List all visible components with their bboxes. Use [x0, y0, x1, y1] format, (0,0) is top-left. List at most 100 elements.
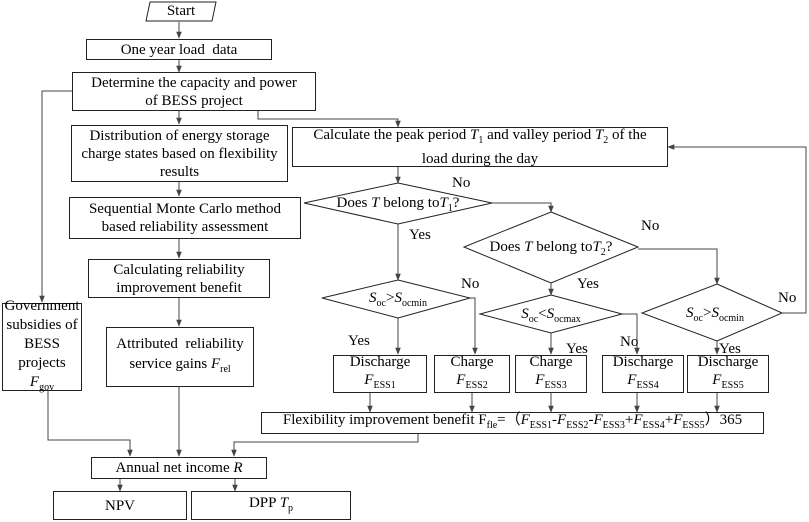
distribution-box: Distribution of energy storage charge st…	[71, 125, 288, 182]
arrow-flex-to-netincome	[231, 433, 419, 457]
load-data-text: One year load data	[120, 41, 238, 58]
net-income-text: Annual net income R	[115, 459, 242, 477]
gov-line4-prefix: projects	[18, 355, 66, 371]
soc1-oc: oc	[376, 298, 386, 309]
ess3-sub: ESS3	[544, 380, 567, 391]
soc1-text: Soc>Socmin	[338, 290, 458, 312]
soc2-s2: S	[546, 306, 555, 322]
arrow-soc3-no-loop-to-peak	[667, 144, 807, 314]
soc2-ocmax: ocmax	[554, 314, 581, 325]
soc2-no-label: No	[620, 334, 639, 350]
soc1-s: S	[369, 290, 377, 306]
flex-op2: -	[588, 412, 594, 428]
soc3-ocmin: ocmin	[718, 313, 744, 324]
flex-sub: fle	[486, 420, 498, 431]
decision2-b: belong to	[532, 239, 593, 255]
flex-eq: =（	[497, 412, 521, 428]
dpp-sub: p	[288, 502, 294, 514]
reliability-benefit-line1: Calculating reliability	[113, 261, 245, 278]
discharge-ess5-label: Discharge	[697, 354, 759, 370]
monte-carlo-line1: Sequential Monte Carlo method	[88, 201, 282, 217]
ess5-sub: ESS5	[721, 380, 744, 391]
charge-ess3-label: Charge	[529, 354, 573, 370]
flexibility-benefit-box: Flexibility improvement benefit Ffle=（FE…	[261, 412, 764, 434]
decision1-text: Does T belong toT1?	[322, 195, 474, 217]
charge-ess2-box: Charge FESS2	[434, 354, 510, 395]
start-label: Start	[166, 3, 196, 19]
soc2-text: Soc<Socmax	[492, 306, 610, 328]
decision2-sub: 2	[600, 247, 606, 258]
monte-carlo-line2: based reliability assessment	[101, 219, 269, 235]
arrow-capacity-to-peak	[257, 111, 401, 128]
discharge-ess4-box: Discharge FESS4	[602, 354, 684, 393]
load-data-box: One year load data	[86, 39, 272, 60]
decision1-a: Does	[336, 195, 372, 211]
decision2-yes-label: Yes	[577, 276, 599, 292]
attributed-gains-box: Attributed reliability service gains Fre…	[106, 327, 254, 387]
flex-suffix: ）365	[704, 412, 743, 428]
soc3-diamond	[640, 283, 784, 342]
flex-f3: F	[593, 412, 603, 428]
gov-sub: gov	[39, 382, 55, 393]
soc1-yes-label: Yes	[348, 333, 370, 349]
flex-ess4: ESS4	[642, 420, 665, 431]
distribution-line2: charge states based on flexibility	[81, 145, 278, 162]
reliability-benefit-box: Calculating reliability improvement bene…	[88, 259, 270, 298]
discharge-ess1-label: Discharge	[349, 354, 411, 370]
soc2-diamond	[478, 294, 624, 334]
gov-var: F	[29, 374, 40, 390]
gov-subsidies-box: Government subsidies of BESS projects Fg…	[2, 298, 82, 393]
attributed-line1: Attributed reliability	[116, 336, 244, 352]
discharge-ess5-box: Discharge FESS5	[687, 354, 769, 395]
ess2-var: FESS2	[456, 371, 487, 395]
start-terminal-shape	[145, 1, 217, 22]
decision2-diamond	[462, 211, 640, 284]
gov-line3: BESS	[24, 336, 60, 352]
ess2-f: F	[456, 372, 466, 388]
capacity-line2: of BESS project	[145, 92, 243, 109]
soc3-text: Soc>Socmin	[655, 305, 775, 327]
ess5-var: FESS5	[712, 371, 743, 395]
attributed-line2: service gains Frel	[129, 354, 230, 380]
soc1-ocmin: ocmin	[401, 298, 427, 309]
attributed-line2-prefix: service gains	[129, 356, 211, 372]
arrow-decision2-no-to-soc3	[638, 248, 720, 285]
flex-ess3: ESS3	[602, 420, 625, 431]
soc3-oc: oc	[693, 313, 703, 324]
flex-prefix: Flexibility improvement benefit F	[282, 412, 487, 428]
ess3-var: FESS3	[535, 371, 566, 395]
discharge-ess4-label: Discharge	[612, 354, 674, 370]
decision1-var2: T	[439, 195, 448, 211]
arrow-decision1-no-to-decision2	[492, 202, 554, 213]
peak-valley-box: Calculate the peak period T1 and valley …	[292, 127, 668, 167]
peak-line1-a: Calculate the peak period	[313, 127, 470, 143]
soc3-op: >	[702, 305, 712, 321]
npv-box: NPV	[53, 491, 187, 520]
arrow-gov-to-netincome	[47, 391, 133, 457]
soc1-diamond	[321, 279, 472, 319]
ess1-var: FESS1	[364, 371, 395, 395]
decision2-text: Does T belong toT2?	[478, 239, 624, 261]
flex-op3: +	[624, 412, 634, 428]
peak-line1-c: of the	[608, 127, 647, 143]
flex-f4: F	[633, 412, 643, 428]
ess4-f: F	[627, 372, 637, 388]
reliability-benefit-line2: improvement benefit	[116, 279, 242, 296]
attributed-sub: rel	[220, 364, 231, 375]
flex-ess2: ESS2	[566, 420, 589, 431]
soc3-s2: S	[711, 305, 719, 321]
dpp-var: T	[279, 494, 289, 511]
soc1-no-label: No	[461, 276, 480, 292]
decision2-no-label: No	[641, 218, 660, 234]
capacity-line1: Determine the capacity and power	[91, 74, 297, 91]
decision2-c: ?	[605, 239, 613, 255]
soc1-s2: S	[394, 290, 402, 306]
npv-label: NPV	[104, 497, 135, 514]
decision2-a: Does	[489, 239, 525, 255]
monte-carlo-box: Sequential Monte Carlo method based reli…	[69, 197, 301, 239]
flex-ess1: ESS1	[529, 420, 553, 431]
distribution-line3: results	[159, 163, 200, 180]
ess2-sub: ESS2	[465, 380, 488, 391]
